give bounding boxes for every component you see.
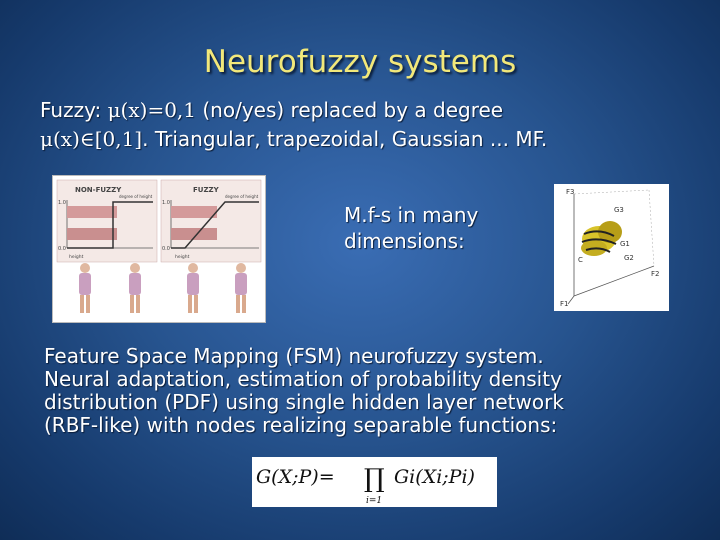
axis-label-f2: F2 [651,270,659,278]
fuzzy-y-top: 1.0 [162,200,170,206]
axis-label-g2: G2 [624,254,634,262]
mf-caption: M.f-s in many dimensions: [344,203,479,253]
fuzzy-x-label: height [175,254,190,260]
slide-title: Neurofuzzy systems [203,44,517,80]
person-icon [187,263,199,313]
axis-label-c: C [578,256,583,264]
formula-graphic: G(X;P)= ∏ i=1 Gi(Xi;Pi) [256,464,475,506]
nonfuzzy-curve-label: degree of height [119,194,153,199]
formula-rhs: Gi(Xi;Pi) [394,466,475,488]
fuzzy-curve-label: degree of height [225,194,259,199]
multidim-mf-illustration: F3 G3 G1 G2 C F2 F1 [560,188,659,308]
fsm-line: (RBF-like) with nodes realizing separabl… [44,413,558,437]
nonfuzzy-y-bottom: 0.0 [58,246,66,252]
nonfuzzy-panel-title: NON-FUZZY [75,186,122,194]
person-icon [129,263,141,313]
fsm-line: Feature Space Mapping (FSM) neurofuzzy s… [44,344,544,368]
fuzzy-vs-crisp-illustration: NON-FUZZY 1.0 0.0 height degree of heigh… [56,179,262,313]
membership-degree: μ(x)∈[0,1] [40,127,143,151]
product-index: i=1 [366,496,382,506]
fsm-paragraph: Feature Space Mapping (FSM) neurofuzzy s… [44,345,694,437]
intro-paragraph: Fuzzy: μ(x)=0,1 (no/yes) replaced by a d… [40,96,700,154]
person-icon [79,263,91,313]
formula-lhs: G(X;P)= [256,466,335,488]
person-icon [235,263,247,313]
fuzzy-vs-crisp-figure: NON-FUZZY 1.0 0.0 height degree of heigh… [52,175,266,323]
gaussian-blob-icon [581,221,622,256]
nonfuzzy-x-label: height [69,254,84,260]
membership-binary: μ(x)=0,1 [107,98,197,122]
intro-text-2: . Triangular, trapezoidal, Gaussian ... … [142,127,548,151]
fsm-line: Neural adaptation, estimation of probabi… [44,367,562,391]
product-symbol: ∏ [364,464,385,494]
intro-label: Fuzzy: [40,98,108,122]
multidim-mf-figure: F3 G3 G1 G2 C F2 F1 [554,184,669,311]
nonfuzzy-y-top: 1.0 [58,200,66,206]
fuzzy-y-bottom: 0.0 [162,246,170,252]
intro-text-1: (no/yes) replaced by a degree [196,98,504,122]
fuzzy-panel-title: FUZZY [193,186,220,194]
axis-label-g1: G1 [620,240,630,248]
separable-function-formula: G(X;P)= ∏ i=1 Gi(Xi;Pi) [252,457,497,507]
fsm-line: distribution (PDF) using single hidden l… [44,390,564,414]
axis-label-g3: G3 [614,206,624,214]
axis-label-f1: F1 [560,300,568,308]
axis-label-f3: F3 [566,188,574,196]
